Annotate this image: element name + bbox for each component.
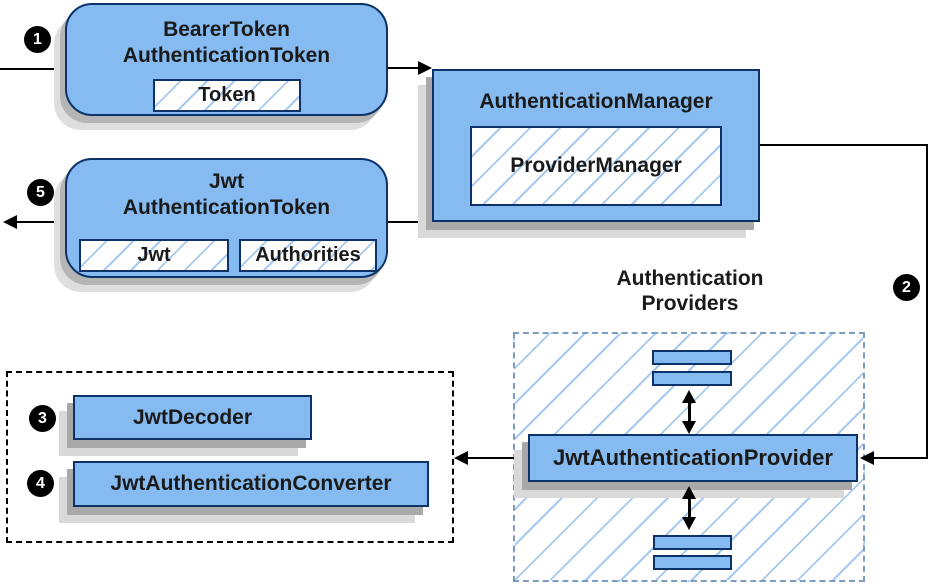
authentication-providers-heading: Authentication Providers	[590, 266, 790, 316]
arrow-token-to-manager-head	[418, 61, 432, 75]
authentication-manager-title: AuthenticationManager	[479, 90, 713, 113]
arrow-manager-to-provider-top-segment	[760, 144, 928, 146]
provider-slot-rect-bottom-1	[653, 535, 732, 550]
double-arrow-bottom-up-head	[682, 486, 696, 499]
bearer-token-title-line1: BearerToken	[163, 18, 290, 41]
provider-manager-inner-box: ProviderManager	[470, 126, 722, 206]
step-1-badge: 1	[24, 26, 51, 53]
double-arrow-top-shaft	[688, 401, 691, 423]
authentication-providers-heading-line1: Authentication	[616, 267, 764, 290]
step-5-badge: 5	[27, 179, 54, 206]
jwt-components-group	[6, 371, 454, 543]
step-4-badge: 4	[27, 470, 54, 497]
arrow-request-in-line	[0, 68, 66, 70]
provider-slot-rect-bottom-2	[653, 555, 732, 570]
jwt-authentication-converter-node: JwtAuthenticationConverter	[73, 461, 429, 507]
arrow-response-out-line	[15, 221, 65, 223]
arrow-token-to-manager-line	[388, 67, 420, 69]
bearer-token-title-line2: AuthenticationToken	[122, 44, 331, 67]
authorities-chip: Authorities	[239, 239, 377, 272]
arrow-provider-to-components-head	[454, 451, 468, 465]
double-arrow-top-down-head	[682, 421, 696, 434]
jwt-decoder-node: JwtDecoder	[73, 395, 312, 440]
authentication-manager-node: AuthenticationManager ProviderManager	[432, 69, 760, 222]
jwt-chip: Jwt	[79, 239, 229, 272]
jwt-authentication-provider-node: JwtAuthenticationProvider	[528, 434, 858, 482]
jwt-authentication-token-node: Jwt AuthenticationToken Jwt Authorities	[65, 158, 388, 278]
bearer-token-authentication-token-node: BearerToken AuthenticationToken Token	[65, 3, 388, 116]
token-chip: Token	[153, 79, 301, 112]
arrow-provider-to-components-line	[466, 457, 528, 459]
arrow-response-out-head	[3, 215, 17, 229]
provider-slot-rect-top-2	[652, 371, 732, 386]
authentication-providers-heading-line2: Providers	[641, 292, 739, 315]
arrow-manager-to-provider-vertical-segment	[926, 144, 928, 458]
arrow-manager-to-provider-bottom-segment	[872, 457, 928, 459]
double-arrow-bottom-shaft	[688, 497, 691, 519]
step-2-badge: 2	[893, 274, 920, 301]
jwt-token-title-line1: Jwt	[208, 170, 244, 193]
double-arrow-top-up-head	[682, 390, 696, 403]
connector-manager-to-jwt-token-line	[388, 221, 432, 223]
step-3-badge: 3	[29, 405, 56, 432]
arrow-manager-to-provider-head	[860, 451, 874, 465]
jwt-token-title-line2: AuthenticationToken	[122, 196, 331, 219]
double-arrow-bottom-down-head	[682, 517, 696, 530]
provider-slot-rect-top-1	[652, 350, 732, 365]
